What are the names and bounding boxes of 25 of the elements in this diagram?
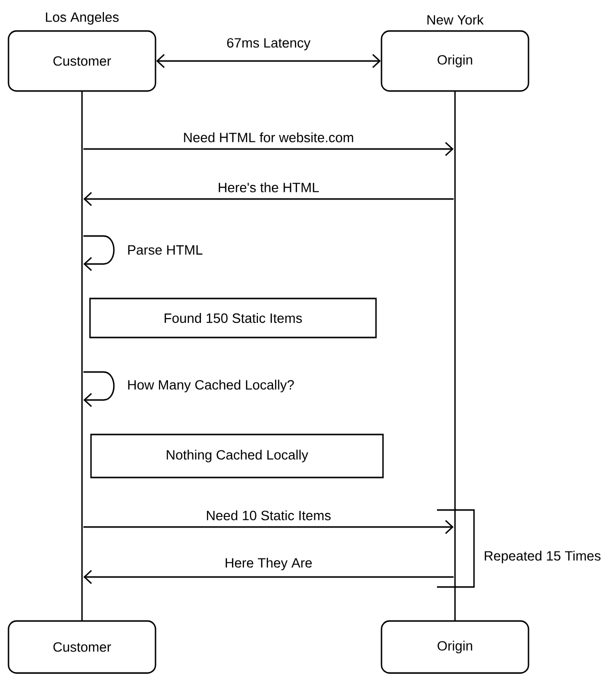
edge-label: Here They Are: [224, 556, 314, 572]
message-arrow: [83, 192, 454, 206]
note-box: Nothing Cached Locally: [90, 434, 384, 478]
lifeline: [81, 91, 83, 621]
participant-box: Customer: [8, 620, 156, 674]
message-arrow: [83, 570, 454, 584]
arrow: [156, 54, 381, 68]
edge-label: Need 10 Static Items: [204, 509, 332, 522]
self-arrow: [83, 371, 115, 408]
note-box: Found 150 Static Items: [89, 298, 377, 338]
participant-box: Origin: [380, 620, 530, 674]
participant-box: Origin: [380, 30, 530, 92]
edge-label: 67ms Latency: [225, 37, 312, 52]
edge-label: Parse HTML: [128, 245, 202, 255]
place-label: Los Angeles: [46, 12, 119, 25]
participant-box: Customer: [8, 30, 156, 92]
edge-label: Need HTML for website.com: [182, 131, 356, 144]
message-arrow: [83, 520, 454, 534]
message-arrow: [83, 142, 454, 156]
self-arrow: [83, 235, 115, 272]
place-label: New York: [427, 14, 484, 25]
lifeline: [454, 91, 456, 621]
edge-label: How Many Cached Locally?: [128, 380, 294, 392]
repeat-label: Repeated 15 Times: [484, 550, 600, 564]
edge-label: Here's the HTML: [216, 181, 320, 194]
